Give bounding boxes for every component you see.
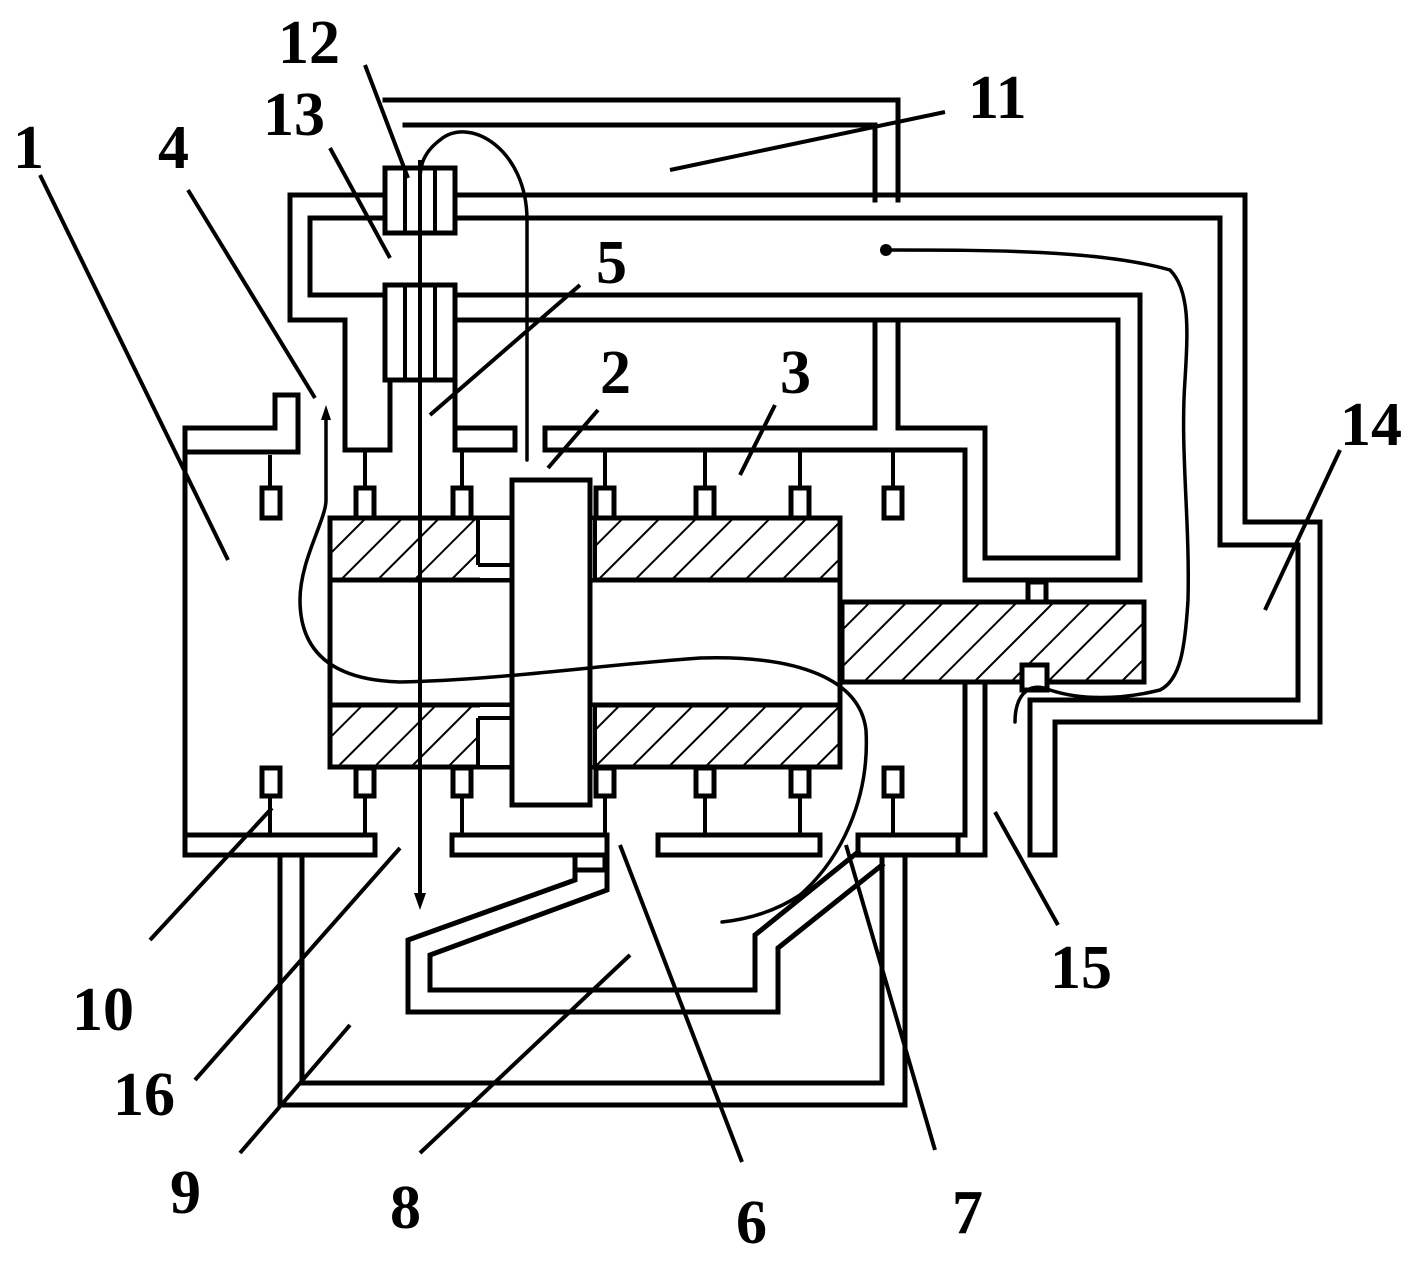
rod-16 — [414, 160, 426, 910]
label-9: 9 — [170, 1159, 201, 1227]
part-labels: 1 4 12 13 11 5 2 3 14 15 10 16 9 8 6 7 — [13, 9, 1402, 1257]
leader-lines — [38, 64, 1342, 1163]
flow-wire — [298, 130, 1190, 924]
label-7: 7 — [952, 1179, 983, 1247]
header-3 — [542, 425, 988, 583]
label-15: 15 — [1050, 934, 1112, 1002]
chamber-1 — [182, 392, 378, 858]
label-2: 2 — [600, 339, 631, 407]
label-13: 13 — [263, 81, 325, 149]
label-10: 10 — [72, 976, 134, 1044]
label-11: 11 — [968, 64, 1027, 132]
label-5: 5 — [596, 229, 627, 297]
label-8: 8 — [390, 1174, 421, 1242]
collector-8 — [405, 848, 886, 1015]
label-12: 12 — [278, 9, 340, 77]
duct-11 — [382, 97, 901, 203]
nozzles-bottom — [259, 765, 905, 835]
label-16: 16 — [113, 1061, 175, 1129]
part-2-block — [476, 477, 597, 808]
nozzles-top — [259, 452, 905, 521]
header-pipes — [872, 317, 901, 431]
label-3: 3 — [780, 339, 811, 407]
manifold-5 — [342, 317, 518, 453]
pipe-13 — [287, 192, 1323, 858]
tube-workpiece — [327, 515, 1147, 770]
label-1: 1 — [13, 114, 44, 182]
label-14: 14 — [1340, 391, 1402, 459]
bottom-plates — [449, 832, 961, 873]
label-4: 4 — [158, 114, 189, 182]
label-6: 6 — [736, 1189, 767, 1257]
